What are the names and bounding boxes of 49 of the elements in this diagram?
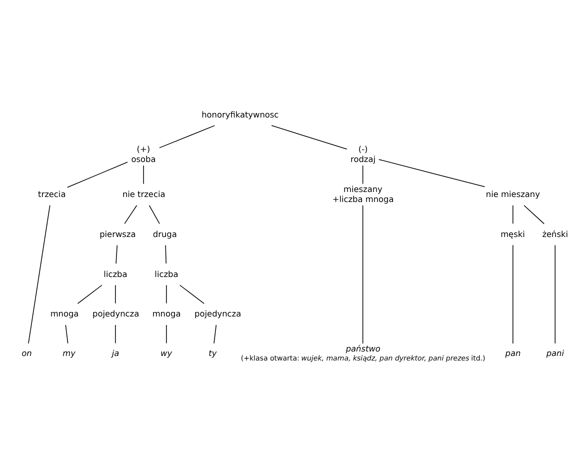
- connector: [124, 204, 138, 224]
- connector: [554, 244, 556, 344]
- node-text: nie mieszany: [486, 188, 540, 199]
- connector: [512, 204, 514, 224]
- connector: [143, 164, 144, 184]
- node-text: pan: [505, 347, 521, 358]
- node-text: liczba: [154, 268, 178, 278]
- node-text: ty: [208, 347, 217, 358]
- node-text: pojedyncza: [92, 308, 140, 318]
- node-text: liczba: [104, 268, 128, 278]
- connector: [116, 244, 118, 264]
- connector: [524, 204, 544, 224]
- node-text: pojedyncza: [194, 308, 242, 318]
- node-text: pani: [546, 347, 564, 358]
- connector: [66, 161, 128, 188]
- connector: [362, 164, 364, 184]
- connector: [512, 244, 514, 344]
- connector: [362, 204, 364, 344]
- connector: [214, 324, 217, 344]
- node-text: trzecia: [38, 188, 66, 199]
- node-text: (+) osoba: [131, 143, 156, 164]
- node-text: żeński: [542, 228, 568, 238]
- connector: [378, 158, 486, 187]
- node-text: pierwsza: [100, 228, 136, 238]
- connector: [271, 124, 348, 150]
- node-text: nie trzecia: [122, 188, 166, 199]
- connector: [159, 124, 216, 148]
- connector: [115, 324, 116, 344]
- node-text: on: [22, 347, 32, 358]
- node-text: męski: [500, 228, 525, 238]
- node-text: honoryfikatywnosc: [202, 108, 279, 119]
- node-text: mnoga: [50, 308, 79, 318]
- node-text: druga: [152, 228, 177, 238]
- node-text: (-) rodzaj: [350, 143, 376, 164]
- node-text: wy: [160, 347, 172, 358]
- node-text: ja: [112, 347, 120, 358]
- connector: [28, 204, 50, 344]
- node-text: państwo: [346, 342, 380, 353]
- node-text: mieszany +liczba mnoga: [332, 183, 394, 204]
- node-text: my: [62, 347, 76, 358]
- connector: [165, 244, 166, 264]
- connector: [166, 324, 167, 344]
- connector: [115, 284, 116, 304]
- connector: [179, 284, 204, 304]
- node-text: mnoga: [152, 308, 181, 318]
- connector: [77, 284, 102, 304]
- connector: [148, 204, 160, 224]
- connector: [166, 284, 167, 304]
- connector: [65, 324, 68, 344]
